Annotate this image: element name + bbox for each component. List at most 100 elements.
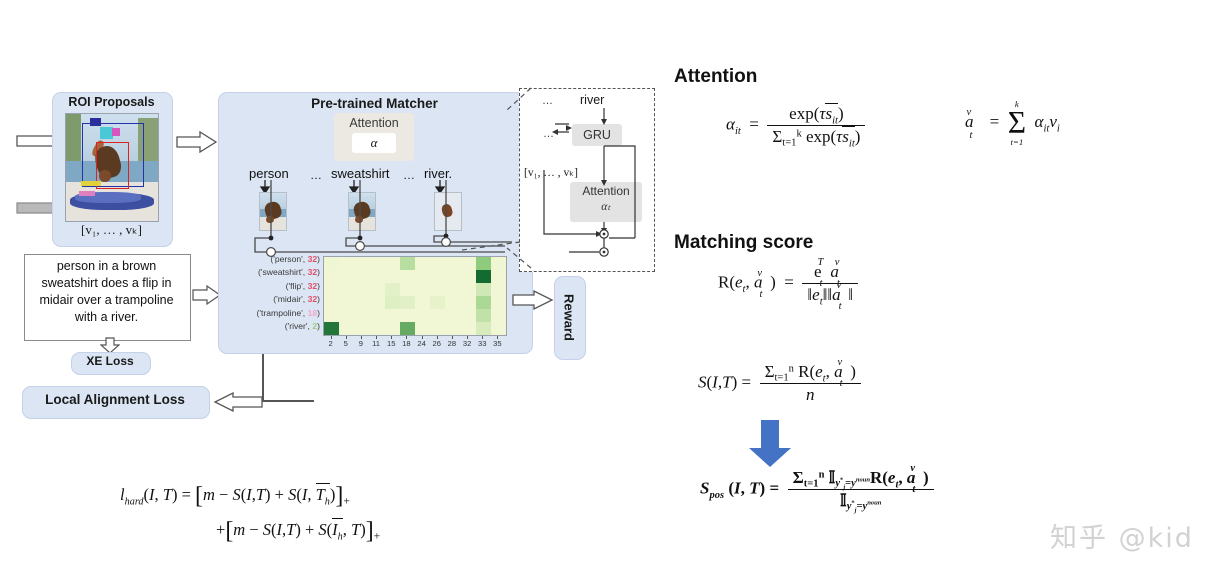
heatmap-tick-mark	[391, 336, 393, 339]
heatmap-cell	[339, 309, 355, 322]
attention-heatmap	[323, 256, 507, 336]
heatmap-cell	[384, 322, 400, 335]
xe-loss-box	[71, 352, 151, 375]
heatmap-cell	[369, 322, 385, 335]
roi-thumbnail-river	[434, 192, 462, 231]
heatmap-cell	[415, 270, 431, 283]
watermark: 知乎 @kid	[1050, 523, 1194, 554]
word-label-sweatshirt: sweatshirt	[331, 166, 390, 181]
heatmap-cell	[339, 257, 355, 270]
heatmap-cell	[475, 283, 491, 296]
heatmap-tick-label: 28	[447, 339, 457, 348]
heatmap-cell	[354, 270, 370, 283]
heatmap-tick-label: 33	[478, 339, 487, 348]
heatmap-cell	[324, 283, 340, 296]
heatmap-cell	[369, 283, 385, 296]
heatmap-row-label: ('person', 32)	[270, 254, 320, 264]
word-ellipsis-1: …	[310, 168, 322, 182]
heatmap-cell	[415, 257, 431, 270]
heatmap-cell	[339, 283, 355, 296]
heatmap-tick-mark	[345, 336, 347, 339]
arrow-caption-to-matcher	[192, 285, 222, 305]
heatmap-tick-mark	[376, 336, 378, 339]
heatmap-cell	[384, 296, 400, 309]
heatmap-cell	[430, 257, 446, 270]
heatmap-cell	[415, 322, 431, 335]
heatmap-cell	[324, 270, 340, 283]
heatmap-cell	[475, 296, 491, 309]
heatmap-cell	[460, 283, 476, 296]
equation-S-pos: Spos (I, T) = Σt=1n 𝕀y*j=ynounR(et, atv)…	[700, 464, 934, 514]
heatmap-cell	[399, 270, 415, 283]
heatmap-cell	[354, 257, 370, 270]
inset-leader-lines	[506, 87, 532, 269]
gru-box: GRU	[572, 124, 622, 146]
inset-leader-line-mid	[462, 241, 521, 251]
attention-module-label: Attention	[349, 116, 399, 130]
blue-down-arrow	[748, 420, 792, 473]
heatmap-cell	[384, 270, 400, 283]
heatmap-tick-mark	[451, 336, 453, 339]
heatmap-cell	[445, 283, 461, 296]
heatmap-cell	[399, 309, 415, 322]
heatmap-cell	[445, 257, 461, 270]
heatmap-tick-label: 9	[358, 339, 364, 348]
heatmap-cell	[430, 283, 446, 296]
caption-text: person in a brown sweatshirt does a flip…	[39, 259, 174, 324]
heatmap-tick-label: 35	[493, 339, 502, 348]
arrow-roi-to-matcher	[176, 131, 218, 153]
heatmap-tick-label: 5	[343, 339, 348, 348]
heatmap-cell	[460, 296, 476, 309]
heatmap-cell	[490, 257, 506, 270]
word-ellipsis-2: …	[403, 168, 415, 182]
heatmap-cell	[399, 296, 415, 309]
heatmap-cell	[399, 257, 415, 270]
heatmap-cell	[460, 257, 476, 270]
pretrained-matcher-title: Pre-trained Matcher	[311, 96, 438, 111]
heatmap-cell	[430, 309, 446, 322]
heatmap-cell	[415, 309, 431, 322]
heatmap-tick-mark	[421, 336, 423, 339]
reward-label: Reward	[561, 294, 577, 341]
heatmap-cell	[369, 296, 385, 309]
heatmap-cell	[445, 309, 461, 322]
heatmap-cell	[490, 296, 506, 309]
heatmap-cell	[384, 283, 400, 296]
heatmap-tick-label: 26	[432, 339, 441, 348]
heatmap-cell	[475, 322, 491, 335]
heatmap-cell	[354, 283, 370, 296]
connector-matcher-to-lal-horizontal	[262, 400, 314, 402]
heatmap-row-labels: ('person', 32)('sweatshirt', 32)('flip',…	[222, 253, 320, 333]
inset-attention-box	[570, 182, 642, 222]
attention-section-heading: Attention	[674, 66, 758, 87]
heatmap-cell	[490, 309, 506, 322]
heatmap-cell	[354, 322, 370, 335]
equation-S-I-T: S(I,T) = Σt=1n R(et, atv) n	[698, 358, 861, 405]
heatmap-tick-mark	[436, 336, 438, 339]
decoder-inset-panel	[519, 88, 655, 272]
heatmap-cell	[430, 322, 446, 335]
heatmap-cell	[324, 257, 340, 270]
heatmap-cell	[399, 283, 415, 296]
heatmap-cell	[369, 309, 385, 322]
inset-vector-label: [v₁, … , vₖ]	[524, 167, 578, 179]
heatmap-row-label: ('river', 2)	[284, 321, 320, 332]
local-alignment-loss-box	[22, 386, 210, 419]
heatmap-tick-label: 15	[387, 339, 396, 348]
heatmap-tick-label: 24	[417, 339, 426, 348]
local-alignment-loss-label: Local Alignment Loss	[45, 392, 185, 407]
heatmap-cell	[430, 296, 446, 309]
equation-alpha-it: αit = exp(τsit) Σt=1k exp(τsit)	[726, 103, 866, 149]
heatmap-tick-mark	[330, 336, 332, 339]
matching-score-section-heading: Matching score	[674, 232, 814, 253]
arrow-river-to-thumb	[434, 180, 446, 194]
heatmap-tick-label: 11	[372, 339, 381, 348]
heatmap-cell	[445, 270, 461, 283]
inset-word-river: river	[580, 93, 605, 107]
heatmap-cell	[445, 322, 461, 335]
word-label-person: person	[249, 166, 289, 181]
arrow-to-local-alignment-loss	[211, 392, 263, 412]
inset-wiring	[543, 108, 636, 257]
